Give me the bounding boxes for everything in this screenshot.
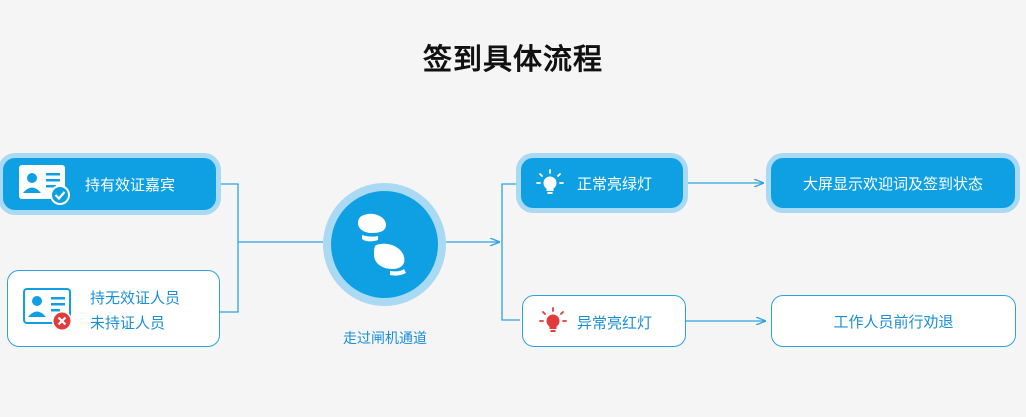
node-big-screen-label: 大屏显示欢迎词及签到状态 bbox=[802, 174, 983, 193]
node-valid-guest: 持有效证嘉宾 bbox=[3, 158, 216, 210]
node-red-light: 异常亮红灯 bbox=[522, 295, 686, 347]
right-bracket-line bbox=[501, 183, 520, 321]
id-card-check-icon bbox=[19, 165, 70, 205]
id-card-cross-icon bbox=[23, 288, 72, 331]
node-green-light-label: 正常亮绿灯 bbox=[577, 175, 653, 193]
left-bracket-line bbox=[216, 183, 239, 313]
lightbulb-icon bbox=[536, 169, 564, 194]
node-big-screen: 大屏显示欢迎词及签到状态 bbox=[771, 158, 1015, 208]
node-valid-guest-label: 持有效证嘉宾 bbox=[85, 176, 176, 194]
node-red-light-label: 异常亮红灯 bbox=[577, 314, 653, 332]
node-invalid-label-1: 持无效证人员 bbox=[90, 289, 181, 307]
node-green-light: 正常亮绿灯 bbox=[521, 158, 683, 208]
node-staff-label: 工作人员前行劝退 bbox=[833, 312, 954, 331]
gate-circle bbox=[331, 191, 438, 298]
gate-caption: 走过闸机通道 bbox=[343, 331, 427, 347]
diagram-title: 签到具体流程 bbox=[422, 42, 603, 76]
footprints-icon bbox=[358, 213, 406, 276]
alert-lightbulb-icon bbox=[539, 307, 567, 332]
node-invalid-person: 持无效证人员 未持证人员 bbox=[7, 270, 220, 347]
node-invalid-label-2: 未持证人员 bbox=[90, 314, 166, 332]
node-staff: 工作人员前行劝退 bbox=[771, 295, 1016, 347]
